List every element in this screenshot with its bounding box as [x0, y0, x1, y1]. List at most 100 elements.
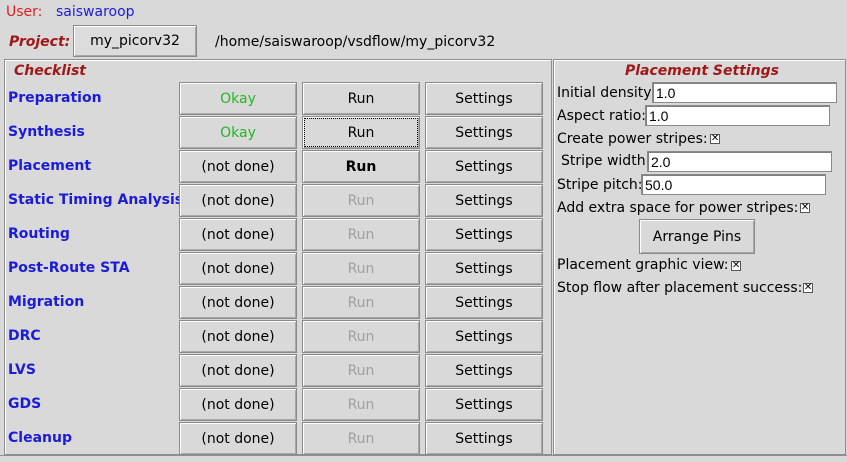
- extra-space-label: Add extra space for power stripes:: [557, 200, 799, 216]
- aspect-ratio-field[interactable]: [645, 105, 830, 126]
- settings-label: Settings: [455, 294, 513, 311]
- run-label: Run: [347, 294, 375, 311]
- create-power-stripes-label: Create power stripes:: [557, 131, 708, 147]
- step-label-cleanup: Cleanup: [8, 430, 72, 446]
- step-label-migration: Migration: [8, 294, 85, 310]
- settings-label: Settings: [455, 260, 513, 277]
- bottom-border: [0, 455, 847, 462]
- status-text: (not done): [201, 396, 275, 413]
- settings-button-preparation[interactable]: Settings: [425, 82, 543, 115]
- settings-button-routing[interactable]: Settings: [425, 218, 543, 251]
- run-button-routing[interactable]: Run: [302, 218, 420, 251]
- step-label-placement: Placement: [8, 158, 92, 174]
- run-label: Run: [345, 158, 377, 175]
- project-path: /home/saiswaroop/vsdflow/my_picorv32: [215, 34, 496, 50]
- status-synthesis[interactable]: Okay: [179, 116, 297, 149]
- stripe-pitch-field[interactable]: [641, 174, 826, 195]
- run-label: Run: [347, 260, 375, 277]
- stripe-width-field[interactable]: [647, 151, 832, 172]
- status-text: (not done): [201, 328, 275, 345]
- run-button-placement[interactable]: Run: [302, 150, 420, 183]
- run-label: Run: [347, 430, 375, 447]
- stripe-pitch-label: Stripe pitch:: [557, 177, 643, 193]
- status-cleanup[interactable]: (not done): [179, 422, 297, 455]
- settings-button-lvs[interactable]: Settings: [425, 354, 543, 387]
- status-lvs[interactable]: (not done): [179, 354, 297, 387]
- user-name: saiswaroop: [56, 4, 135, 20]
- step-label-lvs: LVS: [8, 362, 36, 378]
- run-button-lvs[interactable]: Run: [302, 354, 420, 387]
- step-label-gds: GDS: [8, 396, 42, 412]
- settings-label: Settings: [455, 226, 513, 243]
- step-label-synthesis: Synthesis: [8, 124, 85, 140]
- create-power-stripes-checkbox[interactable]: ✕: [710, 134, 720, 144]
- extra-space-checkbox[interactable]: ✕: [800, 203, 810, 213]
- step-label-drc: DRC: [8, 328, 41, 344]
- placement-settings-panel: [553, 59, 846, 455]
- status-gds[interactable]: (not done): [179, 388, 297, 421]
- status-text: (not done): [201, 192, 275, 209]
- stripe-width-label: Stripe width:: [561, 153, 651, 169]
- project-label: Project:: [9, 34, 71, 50]
- status-preparation[interactable]: Okay: [179, 82, 297, 115]
- placement-settings-title: Placement Settings: [625, 63, 779, 79]
- status-text: (not done): [201, 226, 275, 243]
- run-button-synthesis[interactable]: Run: [302, 116, 420, 149]
- settings-button-post-route-sta[interactable]: Settings: [425, 252, 543, 285]
- run-button-post-route-sta[interactable]: Run: [302, 252, 420, 285]
- settings-button-placement[interactable]: Settings: [425, 150, 543, 183]
- status-text: Okay: [220, 124, 256, 141]
- status-text: (not done): [201, 294, 275, 311]
- checkbox-mark: ✕: [803, 282, 813, 293]
- status-migration[interactable]: (not done): [179, 286, 297, 319]
- settings-button-gds[interactable]: Settings: [425, 388, 543, 421]
- status-routing[interactable]: (not done): [179, 218, 297, 251]
- settings-button-sta[interactable]: Settings: [425, 184, 543, 217]
- stop-flow-checkbox[interactable]: ✕: [803, 283, 813, 293]
- settings-label: Settings: [455, 124, 513, 141]
- settings-button-drc[interactable]: Settings: [425, 320, 543, 353]
- run-label: Run: [347, 192, 375, 209]
- step-label-preparation: Preparation: [8, 90, 102, 106]
- step-label-sta: Static Timing Analysis: [8, 192, 184, 208]
- status-drc[interactable]: (not done): [179, 320, 297, 353]
- status-text: (not done): [201, 362, 275, 379]
- status-text: Okay: [220, 90, 256, 107]
- user-label: User:: [6, 4, 43, 20]
- status-placement[interactable]: (not done): [179, 150, 297, 183]
- run-button-gds[interactable]: Run: [302, 388, 420, 421]
- settings-label: Settings: [455, 430, 513, 447]
- run-label: Run: [347, 90, 375, 107]
- graphic-view-checkbox[interactable]: ✕: [731, 261, 741, 271]
- run-button-sta[interactable]: Run: [302, 184, 420, 217]
- settings-label: Settings: [455, 328, 513, 345]
- checkbox-mark: ✕: [710, 133, 720, 144]
- arrange-pins-label: Arrange Pins: [652, 228, 742, 245]
- status-text: (not done): [201, 430, 275, 447]
- status-sta[interactable]: (not done): [179, 184, 297, 217]
- run-label: Run: [347, 396, 375, 413]
- initial-density-label: Initial density:: [557, 85, 656, 101]
- initial-density-field[interactable]: [652, 82, 837, 103]
- project-select-button[interactable]: my_picorv32: [73, 25, 197, 57]
- arrange-pins-button[interactable]: Arrange Pins: [639, 219, 755, 254]
- stop-flow-label: Stop flow after placement success:: [557, 280, 803, 296]
- graphic-view-label: Placement graphic view:: [557, 257, 729, 273]
- aspect-ratio-label: Aspect ratio:: [557, 108, 647, 124]
- run-button-cleanup[interactable]: Run: [302, 422, 420, 455]
- step-label-routing: Routing: [8, 226, 70, 242]
- settings-button-synthesis[interactable]: Settings: [425, 116, 543, 149]
- settings-label: Settings: [455, 90, 513, 107]
- run-label: Run: [347, 124, 375, 141]
- settings-button-cleanup[interactable]: Settings: [425, 422, 543, 455]
- step-label-post-route-sta: Post-Route STA: [8, 260, 130, 276]
- project-button-label: my_picorv32: [90, 33, 180, 49]
- settings-label: Settings: [455, 396, 513, 413]
- settings-label: Settings: [455, 362, 513, 379]
- run-button-migration[interactable]: Run: [302, 286, 420, 319]
- run-label: Run: [347, 362, 375, 379]
- status-post-route-sta[interactable]: (not done): [179, 252, 297, 285]
- settings-button-migration[interactable]: Settings: [425, 286, 543, 319]
- run-button-preparation[interactable]: Run: [302, 82, 420, 115]
- run-button-drc[interactable]: Run: [302, 320, 420, 353]
